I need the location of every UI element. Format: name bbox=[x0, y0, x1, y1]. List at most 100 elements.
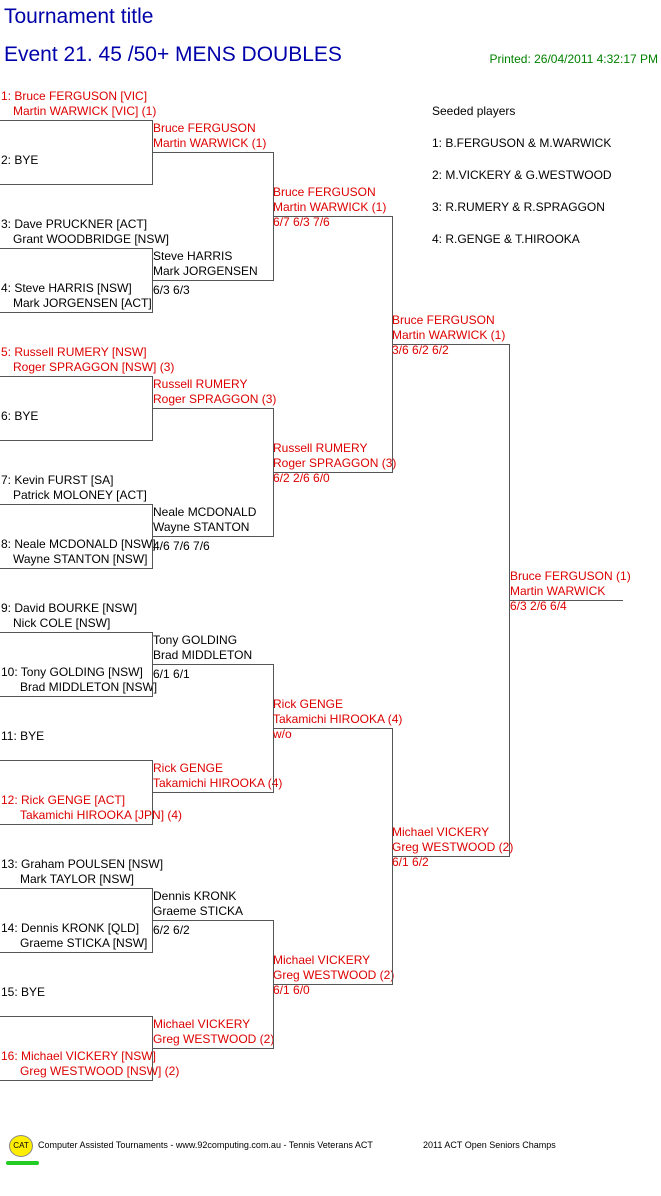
r1-line bbox=[0, 632, 152, 633]
r1-player-1: 7: Kevin FURST [SA] bbox=[1, 473, 114, 487]
r2-line bbox=[153, 920, 273, 921]
r2-line bbox=[153, 280, 273, 281]
r1-player-1: 14: Dennis KRONK [QLD] bbox=[1, 921, 140, 935]
printed-timestamp: Printed: 26/04/2011 4:32:17 PM bbox=[489, 52, 658, 66]
r1-line bbox=[0, 312, 152, 313]
r2-line bbox=[153, 152, 273, 153]
r2-score: 4/6 7/6 7/6 bbox=[153, 539, 210, 553]
r1-player-1: 10: Tony GOLDING [NSW] bbox=[1, 665, 143, 679]
r1-player-1: 8: Neale MCDONALD [NSW] bbox=[1, 537, 156, 551]
r3-player-2: Greg WESTWOOD (2) bbox=[273, 968, 395, 982]
r3-player-1: Russell RUMERY bbox=[273, 441, 368, 455]
r1-line bbox=[0, 440, 152, 441]
r1-line bbox=[0, 952, 152, 953]
r2-player-2: Roger SPRAGGON (3) bbox=[153, 392, 277, 406]
r3-player-1: Rick GENGE bbox=[273, 697, 344, 711]
r4-line bbox=[392, 856, 509, 857]
logo-underline bbox=[6, 1161, 39, 1165]
r1-player-1: 9: David BOURKE [NSW] bbox=[1, 601, 138, 615]
r2-line bbox=[153, 408, 273, 409]
champion-score: 6/3 2/6 6/4 bbox=[510, 599, 567, 613]
seeded-item: 1: B.FERGUSON & M.WARWICK bbox=[432, 136, 612, 150]
cat-logo: CAT bbox=[9, 1135, 33, 1157]
r1-line bbox=[0, 760, 152, 761]
r1-line bbox=[0, 888, 152, 889]
r1-player-1: 1: Bruce FERGUSON [VIC] bbox=[1, 89, 148, 103]
seeded-heading: Seeded players bbox=[432, 104, 516, 118]
r2-line bbox=[153, 1048, 273, 1049]
r1-player-2: Graeme STICKA [NSW] bbox=[20, 936, 148, 950]
r2-player-1: Steve HARRIS bbox=[153, 249, 233, 263]
r1-connector bbox=[152, 504, 153, 569]
r2-player-1: Michael VICKERY bbox=[153, 1017, 251, 1031]
r2-player-1: Dennis KRONK bbox=[153, 889, 237, 903]
footer-text: Computer Assisted Tournaments - www.92co… bbox=[38, 1140, 373, 1150]
r1-player-1: 11: BYE bbox=[1, 729, 45, 743]
seeded-item: 2: M.VICKERY & G.WESTWOOD bbox=[432, 168, 612, 182]
r1-line bbox=[0, 568, 152, 569]
r2-player-2: Graeme STICKA bbox=[153, 904, 244, 918]
r3-line bbox=[273, 216, 392, 217]
r4-score: 6/1 6/2 bbox=[392, 855, 429, 869]
r1-player-1: 15: BYE bbox=[1, 985, 46, 999]
champion-player-1: Bruce FERGUSON (1) bbox=[510, 569, 631, 583]
r1-player-1: 4: Steve HARRIS [NSW] bbox=[1, 281, 132, 295]
r3-score: 6/1 6/0 bbox=[273, 983, 310, 997]
r1-player-2: Greg WESTWOOD [NSW] (2) bbox=[20, 1064, 180, 1078]
champion-player-2: Martin WARWICK bbox=[510, 584, 606, 598]
r2-line bbox=[153, 664, 273, 665]
r2-player-2: Martin WARWICK (1) bbox=[153, 136, 267, 150]
r1-player-2: Wayne STANTON [NSW] bbox=[13, 552, 148, 566]
r2-player-2: Brad MIDDLETON bbox=[153, 648, 253, 662]
r1-connector bbox=[152, 888, 153, 953]
r2-line bbox=[153, 792, 273, 793]
r1-player-1: 12: Rick GENGE [ACT] bbox=[1, 793, 126, 807]
r3-line bbox=[273, 472, 392, 473]
r1-player-2: Takamichi HIROOKA [JPN] (4) bbox=[20, 808, 183, 822]
r3-score: w/o bbox=[273, 727, 292, 741]
r1-line bbox=[0, 376, 152, 377]
r2-player-2: Greg WESTWOOD (2) bbox=[153, 1032, 275, 1046]
r3-player-2: Takamichi HIROOKA (4) bbox=[273, 712, 403, 726]
r2-score: 6/2 6/2 bbox=[153, 923, 190, 937]
r1-player-2: Mark JORGENSEN [ACT] bbox=[13, 296, 152, 310]
r1-connector bbox=[152, 760, 153, 825]
r3-score: 6/2 2/6 6/0 bbox=[273, 471, 330, 485]
r4-player-1: Michael VICKERY bbox=[392, 825, 490, 839]
seeded-item: 4: R.GENGE & T.HIROOKA bbox=[432, 232, 580, 246]
r1-player-2: Brad MIDDLETON [NSW] bbox=[20, 680, 158, 694]
r1-player-1: 5: Russell RUMERY [NSW] bbox=[1, 345, 147, 359]
r2-player-2: Takamichi HIROOKA (4) bbox=[153, 776, 283, 790]
r1-line bbox=[0, 1080, 152, 1081]
r4-line bbox=[392, 344, 509, 345]
r3-player-2: Roger SPRAGGON (3) bbox=[273, 456, 397, 470]
footer-event: 2011 ACT Open Seniors Champs bbox=[423, 1140, 556, 1150]
tournament-title: Tournament title bbox=[4, 5, 154, 28]
r1-player-2: Nick COLE [NSW] bbox=[13, 616, 111, 630]
r3-player-1: Bruce FERGUSON bbox=[273, 185, 376, 199]
r4-player-2: Greg WESTWOOD (2) bbox=[392, 840, 514, 854]
r2-player-1: Rick GENGE bbox=[153, 761, 224, 775]
r1-player-1: 13: Graham POULSEN [NSW] bbox=[1, 857, 164, 871]
r1-player-1: 3: Dave PRUCKNER [ACT] bbox=[1, 217, 148, 231]
r4-connector bbox=[509, 344, 510, 857]
r1-player-2: Mark TAYLOR [NSW] bbox=[20, 872, 135, 886]
r1-connector bbox=[152, 1016, 153, 1081]
r1-player-2: Patrick MOLONEY [ACT] bbox=[13, 488, 147, 502]
r1-line bbox=[0, 696, 152, 697]
r1-connector bbox=[152, 248, 153, 313]
r2-score: 6/1 6/1 bbox=[153, 667, 190, 681]
event-title: Event 21. 45 /50+ MENS DOUBLES bbox=[4, 43, 342, 66]
r1-player-2: Martin WARWICK [VIC] (1) bbox=[13, 104, 157, 118]
r3-player-2: Martin WARWICK (1) bbox=[273, 200, 387, 214]
r2-player-1: Bruce FERGUSON bbox=[153, 121, 256, 135]
champion-line bbox=[510, 600, 623, 601]
r3-line bbox=[273, 728, 392, 729]
r2-player-1: Russell RUMERY bbox=[153, 377, 248, 391]
r2-line bbox=[153, 536, 273, 537]
r4-score: 3/6 6/2 6/2 bbox=[392, 343, 449, 357]
r1-line bbox=[0, 504, 152, 505]
r1-connector bbox=[152, 120, 153, 185]
r1-player-1: 6: BYE bbox=[1, 409, 39, 423]
r4-player-1: Bruce FERGUSON bbox=[392, 313, 495, 327]
